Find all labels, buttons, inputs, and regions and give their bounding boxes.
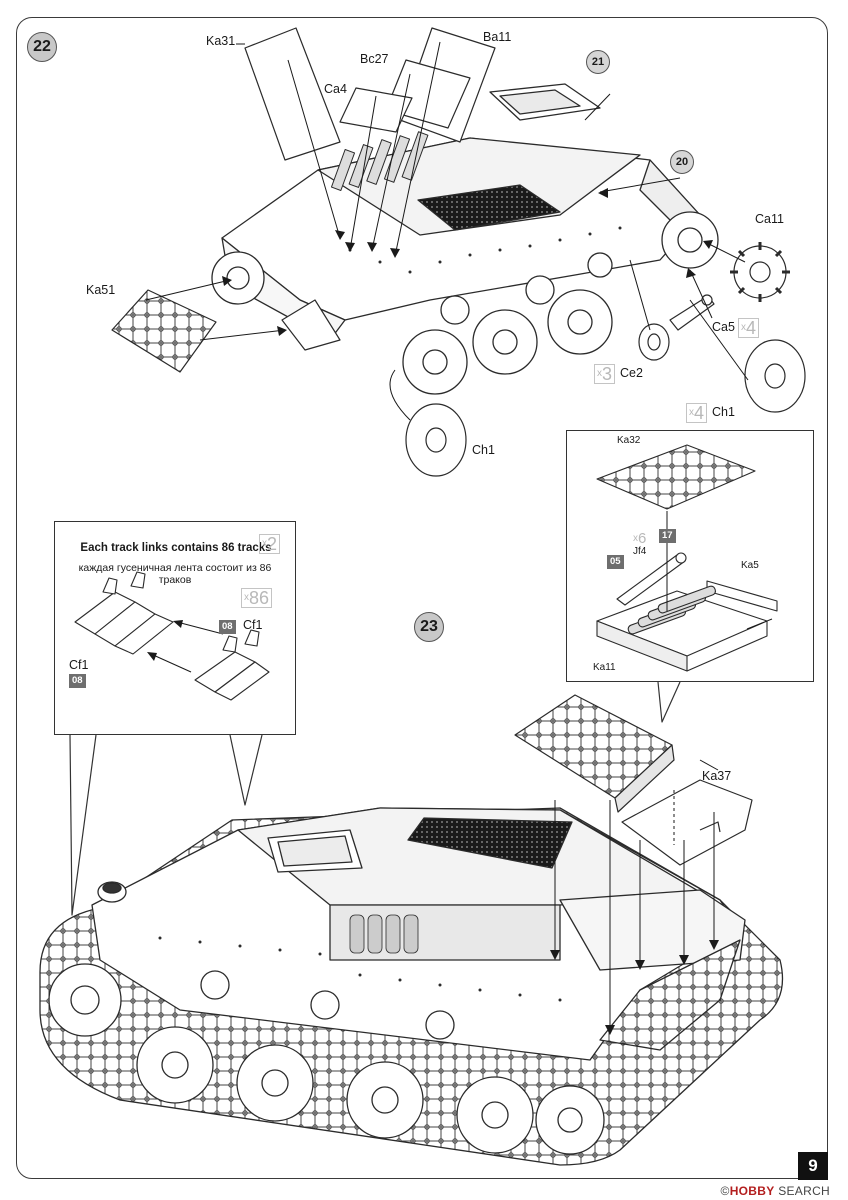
qty-tracks: x2 [259,534,281,554]
ref-20-badge: 20 [670,150,694,174]
track-links-illustration [74,571,270,701]
qty-ca5: x4 [738,318,760,338]
step23-parts [514,694,753,866]
step22-arrowheads [222,188,713,336]
step23-hull [39,807,784,1166]
part-label-ka5: Ka5 [741,560,759,571]
step-23-badge: 23 [414,612,444,642]
ammo-box-illustration [596,444,778,672]
watermark: ©HOBBY SEARCH [720,1184,830,1198]
color-badge-05: 05 [607,555,624,569]
step-22-badge: 22 [27,32,57,62]
step23-leaders [554,759,719,1030]
page-frame [16,17,828,1179]
callout-pointers [69,681,681,916]
qty-jf4: x6 [633,530,647,547]
ref-21-badge: 21 [586,50,610,74]
track-note-title: Each track links contains 86 tracks [80,542,272,554]
color-badge-17: 17 [659,529,676,543]
part-label-ka37: Ka37 [702,769,732,783]
step22-parts [111,27,806,477]
part-label-cf1-left: Cf1 [69,658,89,672]
qty-ce2: x3 [594,364,616,384]
page-number: 9 [798,1152,828,1180]
part-label-ka31: Ka31 [206,34,236,48]
qty-track-links: x86 [241,588,273,608]
part-label-ca11: Ca11 [755,212,784,226]
step22-leaders [145,41,749,421]
track-note-subtitle: каждая гусеничная лента состоит из 86 тр… [78,562,272,586]
part-label-ka51: Ka51 [86,283,116,297]
part-label-ba11: Ba11 [483,30,512,44]
part-label-cf1-right: Cf1 [243,618,263,632]
part-label-ch1-lower: Ch1 [472,443,495,457]
qty-ch1: x4 [686,403,708,423]
color-badge-08-right: 08 [219,620,236,634]
part-label-jf4: Jf4 [633,546,647,557]
callout-ammo-box: Ka32 x6 17 Jf4 05 Ka5 Ka11 [566,430,814,682]
part-label-ce2: Ce2 [620,366,643,380]
part-label-ca4: Ca4 [324,82,347,96]
step23-arrowheads [550,940,719,1035]
callout-track-links: Each track links contains 86 tracks кажд… [54,521,296,735]
step22-hull [211,83,719,395]
part-label-ch1-right: Ch1 [712,405,735,419]
color-badge-08-left: 08 [69,674,86,688]
part-label-ka32: Ka32 [617,435,641,446]
part-label-bc27: Bc27 [360,52,389,66]
part-label-ka11: Ka11 [593,662,616,673]
part-label-ca5: Ca5 [712,320,735,334]
